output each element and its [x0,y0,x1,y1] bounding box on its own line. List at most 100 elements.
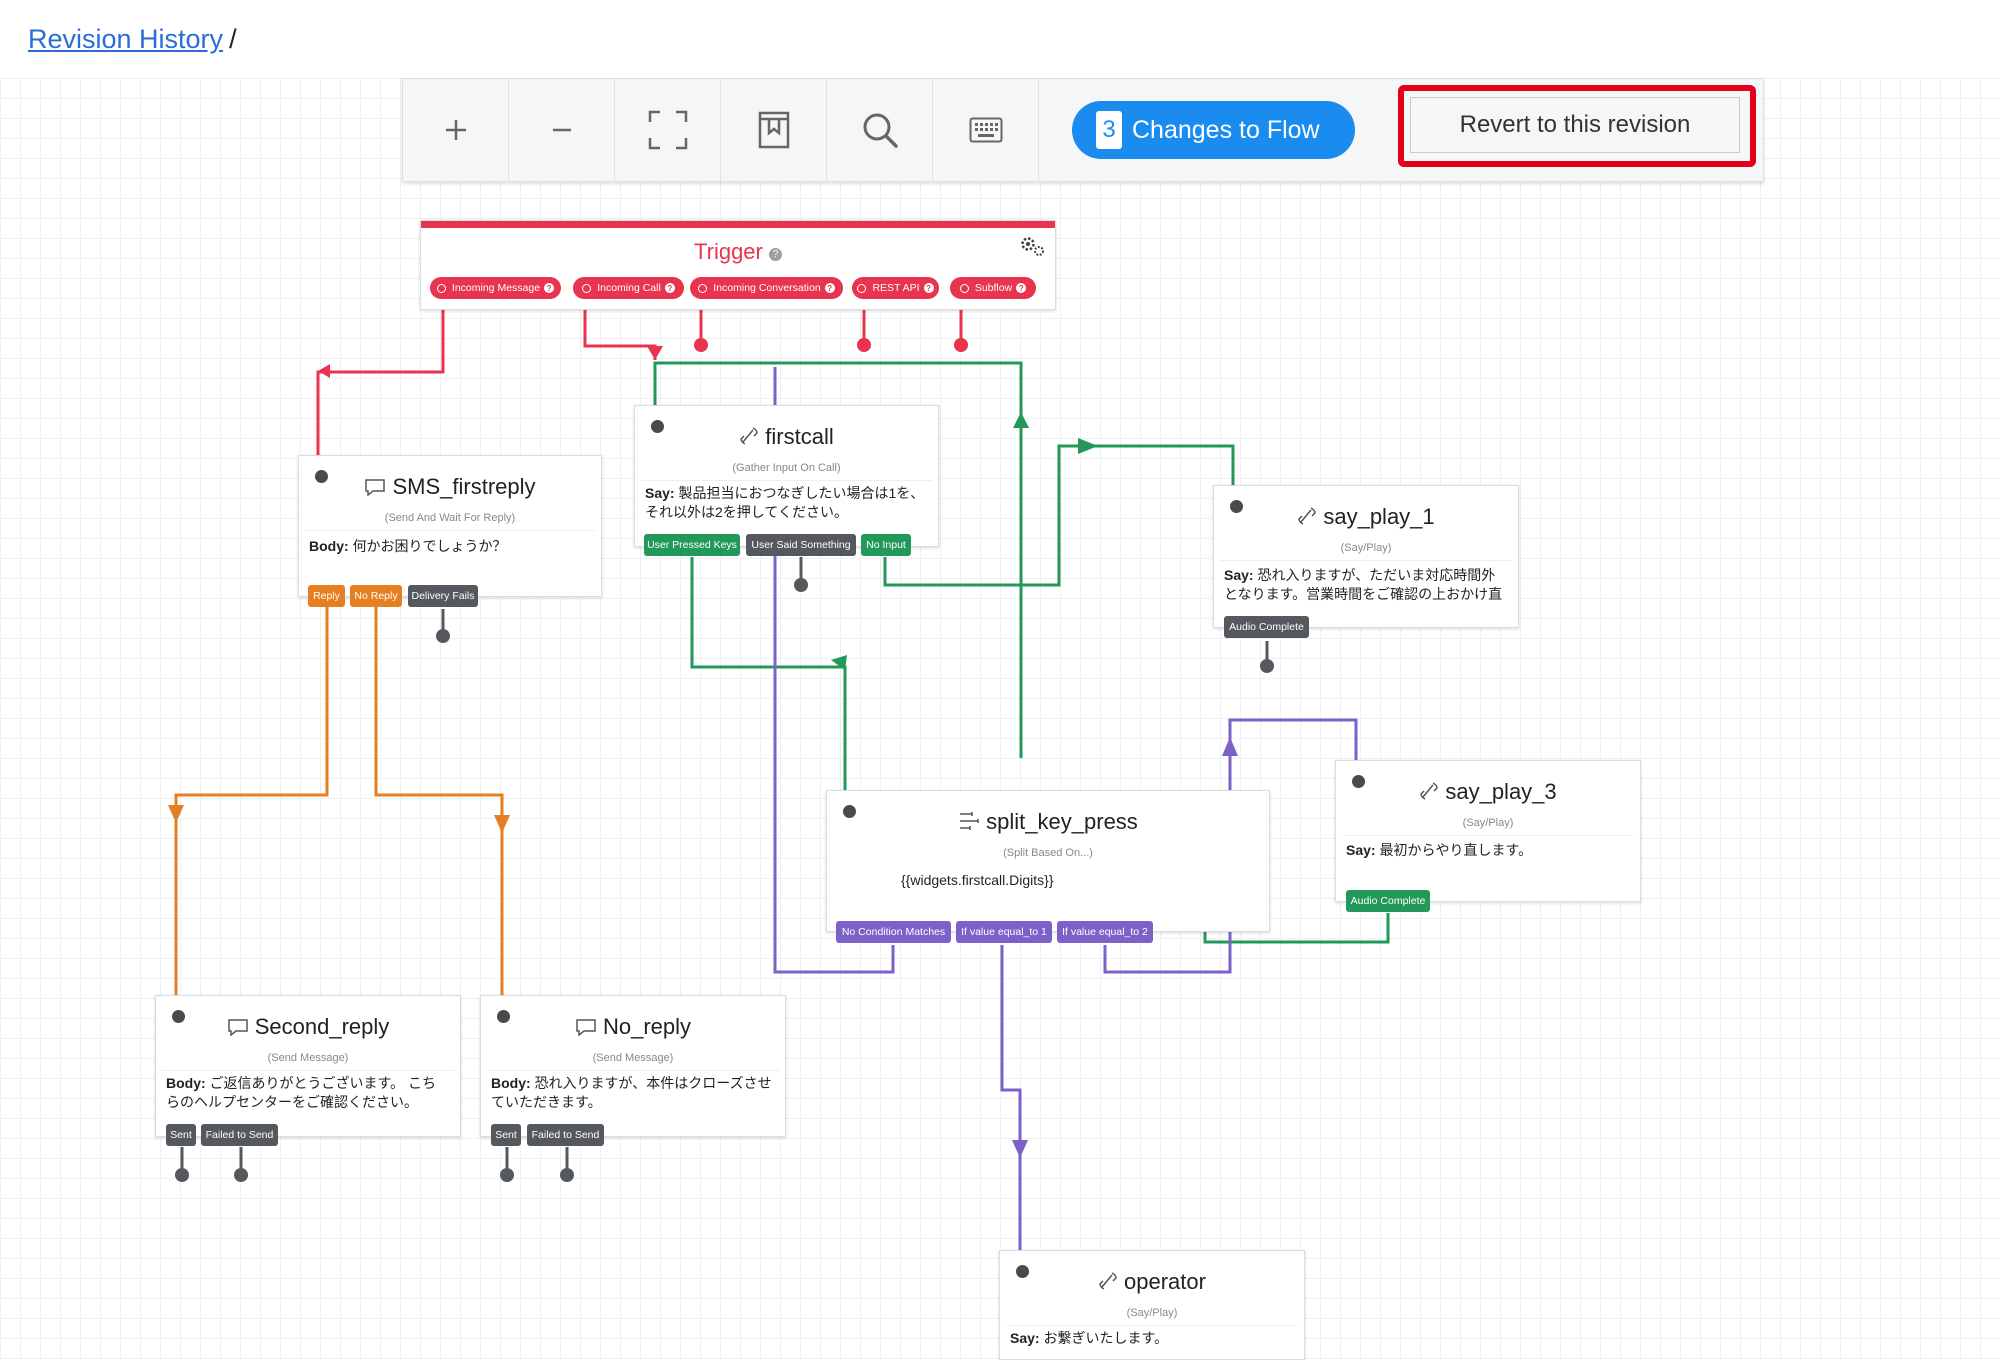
widget-title: operator [1000,1269,1304,1295]
message-icon [227,1019,248,1037]
widget-title: say_play_3 [1336,779,1640,805]
widget-no-reply[interactable]: No_reply (Send Message) Body: 恐れ入りますが、本件… [480,995,786,1137]
input-port [1230,500,1243,513]
arrow-head [168,805,184,823]
input-port [497,1010,510,1023]
fit-view-button[interactable] [615,79,721,181]
trigger-rest-api[interactable]: REST API? [852,277,939,299]
wire-no-condition-matches [773,367,895,974]
trigger-title: Trigger ? [421,239,1055,265]
arrow-head [1222,737,1238,756]
widget-type: (Gather Input On Call) [732,462,841,474]
endpoint [560,1168,574,1182]
input-port [651,420,664,433]
transition-failed-to-send[interactable]: Failed to Send [201,1124,278,1146]
message-icon [365,479,386,497]
gear-icon[interactable] [1019,235,1045,257]
widget-sms-firstreply[interactable]: SMS_firstreply (Send And Wait For Reply)… [298,455,602,597]
revision-history-link[interactable]: Revision History [28,24,224,54]
phone-icon [1420,782,1439,800]
changes-count-badge: 3 [1096,111,1122,149]
transition-equal-to-2[interactable]: If value equal_to 2 [1057,921,1153,943]
transition-user-pressed-keys[interactable]: User Pressed Keys [644,534,740,556]
widget-second-reply[interactable]: Second_reply (Send Message) Body: ご返信ありが… [155,995,461,1137]
widget-type: (Say/Play) [1462,817,1514,829]
transition-sent[interactable]: Sent [166,1124,196,1146]
divider [1342,835,1634,836]
keyboard-icon [969,117,1002,143]
arrow-head [1013,412,1029,428]
help-icon: ? [1016,283,1027,293]
split-icon [960,812,979,830]
search-icon [863,113,898,148]
zoom-out-button[interactable] [509,79,615,181]
widget-type: (Say/Play) [1126,1307,1178,1319]
transition-audio-complete[interactable]: Audio Complete [1346,890,1430,912]
transition-failed-to-send[interactable]: Failed to Send [527,1124,604,1146]
widget-split-key-press[interactable]: split_key_press (Split Based On...) {{wi… [826,790,1270,932]
wire-no-reply [374,605,504,995]
widget-type: (Send And Wait For Reply) [384,512,516,524]
endpoint [1260,659,1274,673]
widget-say-play-1[interactable]: say_play_1 (Say/Play) Say: 恐れ入りますが、ただいま対… [1213,485,1519,628]
widget-type: (Split Based On...) [1003,847,1093,859]
divider [487,1070,779,1071]
trigger-accent-bar [421,221,1055,228]
transition-equal-to-1[interactable]: If value equal_to 1 [956,921,1052,943]
trigger-subflow[interactable]: Subflow? [950,277,1036,299]
endpoint [234,1168,248,1182]
widget-body: Say: 最初からやり直します。 [1346,842,1533,858]
search-button[interactable] [827,79,933,181]
divider [305,530,595,531]
trigger-incoming-message[interactable]: Incoming Message? [430,277,561,299]
arrow-head [1078,438,1098,454]
zoom-in-button[interactable] [403,79,509,181]
widget-firstcall[interactable]: firstcall (Gather Input On Call) Say: 製品… [634,405,939,547]
widget-body: Body: 何かお困りでしょうか？ [309,538,507,554]
help-icon: ? [923,283,934,293]
widget-operator[interactable]: operator (Say/Play) Say: お繋ぎいたします。 [999,1250,1305,1360]
bookmark-button[interactable] [721,79,827,181]
widget-type: (Say/Play) [1340,542,1392,554]
revert-revision-button[interactable]: Revert to this revision [1410,97,1740,153]
wire-incoming-message [316,299,445,455]
trigger-endpoint [954,338,968,352]
bookmark-icon [758,111,789,149]
divider [1220,560,1512,561]
wire-reply [174,605,329,995]
keyboard-shortcuts-button[interactable] [933,79,1039,181]
transition-reply[interactable]: Reply [308,585,345,607]
message-icon [576,1019,596,1037]
revert-highlight-box [1398,85,1756,167]
arrow-head [494,815,510,833]
transition-delivery-fails[interactable]: Delivery Fails [408,585,478,607]
help-icon: ? [824,283,835,293]
transition-user-said-something[interactable]: User Said Something [746,534,856,556]
widget-body: Say: 製品担当におつなぎしたい場合は1を、それ以外は2を押してください。 [645,485,925,520]
transition-sent[interactable]: Sent [491,1124,521,1146]
input-port [1352,775,1365,788]
divider [641,480,932,481]
fullscreen-icon [648,110,687,150]
arrow-head [831,655,847,670]
changes-to-flow-button[interactable]: 3 Changes to Flow [1072,101,1355,159]
wire-no-input [883,444,1235,587]
transition-no-condition-matches[interactable]: No Condition Matches [836,921,951,943]
trigger-incoming-conversation[interactable]: Incoming Conversation? [690,277,843,299]
widget-say-play-3[interactable]: say_play_3 (Say/Play) Say: 最初からやり直します。 [1335,760,1641,902]
divider [162,1070,454,1071]
widget-type: (Send Message) [267,1052,349,1064]
transition-no-input[interactable]: No Input [861,534,911,556]
endpoint [500,1168,514,1182]
breadcrumb: Revision History/ [28,24,237,55]
trigger-endpoint [857,338,871,352]
port-icon [436,283,446,293]
endpoint [436,629,450,643]
help-icon: ? [769,248,782,261]
transition-no-reply[interactable]: No Reply [350,585,402,607]
trigger-incoming-call[interactable]: Incoming Call? [573,277,684,299]
wire-equal-to-1 [1000,945,1022,1250]
wire-audio-complete-3 [1203,913,1390,944]
transition-audio-complete[interactable]: Audio Complete [1224,616,1309,638]
